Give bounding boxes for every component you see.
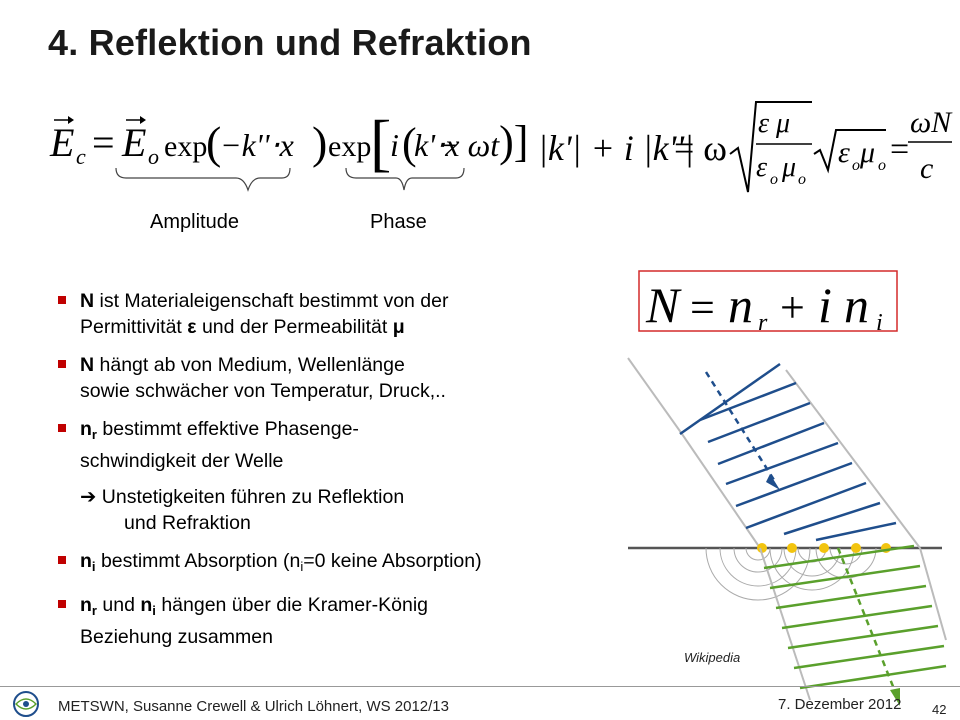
bullet-item: N hängt ab von Medium, Wellenlänge sowie… xyxy=(58,352,618,404)
footer-date: 7. Dezember 2012 xyxy=(778,696,902,713)
svg-text:exp: exp xyxy=(328,130,371,163)
phase-tail: − ωt)] xyxy=(438,117,529,166)
svg-text:=: = xyxy=(92,120,115,165)
E-c-symbol: E xyxy=(49,120,74,165)
bullet-marker xyxy=(58,556,66,564)
svg-text:=: = xyxy=(890,131,909,168)
svg-text:N: N xyxy=(645,277,682,333)
svg-text:o: o xyxy=(798,171,806,188)
E-o-symbol: E xyxy=(121,120,146,165)
svg-text:ε μ: ε μ xyxy=(758,108,790,139)
slide-title: 4. Reflektion und Refraktion xyxy=(48,22,532,63)
footer-course: METSWN, Susanne Crewell & Ulrich Löhnert… xyxy=(58,698,449,715)
svg-text:(: ( xyxy=(402,119,417,168)
bullet-item: ni bestimmt Absorption (ni=0 keine Absor… xyxy=(58,548,618,580)
svg-text:ε: ε xyxy=(756,152,767,183)
svg-text:(: ( xyxy=(206,117,221,168)
bullet-marker xyxy=(58,296,66,304)
university-logo-icon xyxy=(13,691,39,717)
page-number: 42 xyxy=(932,702,947,717)
svg-text:exp: exp xyxy=(164,130,207,163)
bullet-marker xyxy=(58,424,66,432)
phase-label: Phase xyxy=(370,211,427,233)
refracted-wavefronts xyxy=(763,544,947,690)
bullet-marker xyxy=(58,360,66,368)
bullet-list: N ist Materialeigenschaft bestimmt von d… xyxy=(58,288,618,662)
field-equation: E c = E o exp ( −k''⋅x ) exp [ i ( k'⋅x xyxy=(49,107,465,192)
consequence-item: ➔ Unstetigkeiten führen zu Reflektion un… xyxy=(80,486,405,534)
svg-text:=: = xyxy=(690,283,715,332)
arrow-icon: ➔ xyxy=(80,486,97,508)
svg-text:ωN: ωN xyxy=(910,106,953,139)
svg-text:o: o xyxy=(770,171,778,188)
refraction-figure xyxy=(627,357,947,706)
svg-text:μ: μ xyxy=(859,136,875,169)
svg-text:): ) xyxy=(312,117,327,168)
svg-text:r: r xyxy=(758,310,768,334)
bullet-item: nr bestimmt effektive Phasenge- schwindi… xyxy=(58,416,618,474)
footer-divider xyxy=(0,686,960,687)
svg-text:= ω: = ω xyxy=(674,128,727,168)
svg-text:o: o xyxy=(148,144,159,169)
svg-text:o: o xyxy=(852,157,860,174)
svg-text:n: n xyxy=(728,277,753,333)
svg-text:ε: ε xyxy=(838,136,850,169)
svg-text:μ: μ xyxy=(781,152,796,183)
svg-text:−k''⋅x: −k''⋅x xyxy=(220,127,294,163)
incident-wavefronts xyxy=(679,362,897,542)
bullet-item: nr und ni hängen über die Kramer-König B… xyxy=(58,592,618,650)
amplitude-label: Amplitude xyxy=(150,211,239,233)
svg-text:c: c xyxy=(76,144,86,169)
image-credit: Wikipedia xyxy=(684,650,741,665)
svg-text:[: [ xyxy=(370,107,391,178)
svg-text:k'⋅x: k'⋅x xyxy=(414,127,459,163)
refractive-index-box: N = n r + i n i xyxy=(638,270,898,334)
svg-text:i: i xyxy=(390,127,399,163)
svg-text:i: i xyxy=(876,310,883,334)
svg-text:+: + xyxy=(780,283,805,332)
svg-text:i: i xyxy=(818,277,832,333)
bullet-marker xyxy=(58,600,66,608)
svg-text:o: o xyxy=(878,157,886,174)
svg-text:n: n xyxy=(844,277,869,333)
bullet-item: N ist Materialeigenschaft bestimmt von d… xyxy=(58,288,618,340)
dispersion-equation: |k'| + i |k''| = ω ε μ ε o μ o ε o μ o =… xyxy=(538,101,953,193)
svg-text:|k'| + i |k''|: |k'| + i |k''| xyxy=(538,128,694,168)
svg-text:c: c xyxy=(920,152,933,185)
